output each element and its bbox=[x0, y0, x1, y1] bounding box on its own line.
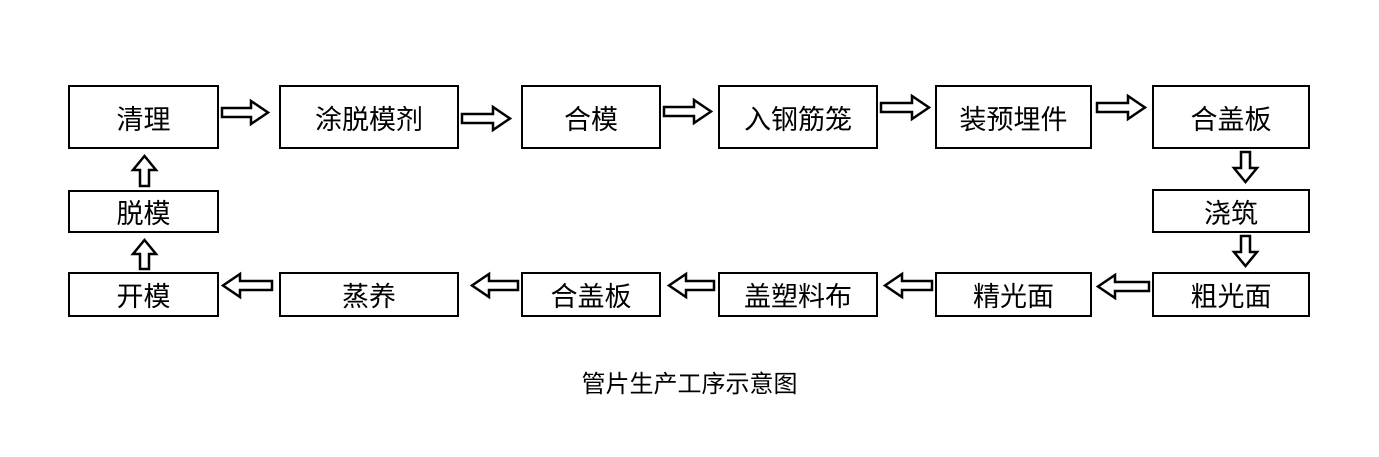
step-jiaozhu: 浇筑 bbox=[1152, 189, 1310, 233]
arrow-right-icon bbox=[662, 97, 714, 126]
arrow-right-icon bbox=[220, 98, 271, 127]
step-zhuangyu: 装预埋件 bbox=[935, 85, 1092, 149]
arrow-right-icon bbox=[460, 104, 513, 133]
step-hegai-bottom: 合盖板 bbox=[521, 272, 661, 317]
step-rugang: 入钢筋笼 bbox=[718, 85, 878, 149]
step-qingli: 清理 bbox=[68, 85, 219, 149]
arrow-left-icon bbox=[882, 271, 934, 300]
diagram-caption: 管片生产工序示意图 bbox=[581, 370, 798, 398]
arrow-up-icon bbox=[130, 238, 159, 271]
arrow-down-icon bbox=[1231, 150, 1260, 184]
arrow-down-icon bbox=[1231, 234, 1260, 268]
step-zhengyang: 蒸养 bbox=[279, 272, 459, 317]
step-hemo: 合模 bbox=[521, 85, 661, 149]
step-tuomo: 脱模 bbox=[68, 190, 219, 233]
step-gaisuliao: 盖塑料布 bbox=[718, 272, 878, 317]
step-kaimo: 开模 bbox=[68, 272, 219, 317]
step-hegai-top: 合盖板 bbox=[1152, 85, 1310, 149]
arrow-left-icon bbox=[220, 271, 274, 300]
arrow-left-icon bbox=[666, 271, 716, 300]
step-cuguang: 粗光面 bbox=[1152, 272, 1310, 317]
arrow-left-icon bbox=[469, 271, 520, 300]
step-tutuo: 涂脱模剂 bbox=[279, 85, 459, 149]
arrow-right-icon bbox=[1095, 93, 1148, 122]
step-jingguang: 精光面 bbox=[935, 272, 1092, 317]
arrow-up-icon bbox=[130, 154, 159, 188]
arrow-right-icon bbox=[879, 93, 932, 122]
arrow-left-icon bbox=[1095, 272, 1151, 301]
